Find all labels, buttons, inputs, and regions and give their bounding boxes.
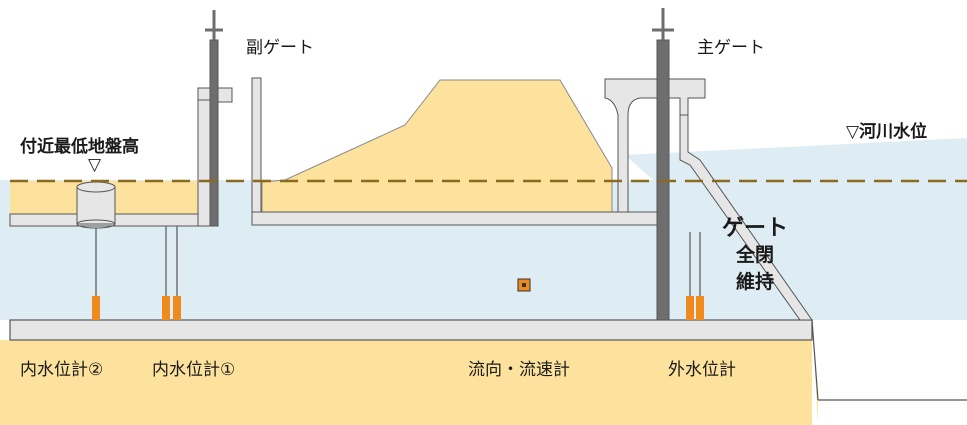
lowest-ground-label: 付近最低地盤高	[20, 137, 139, 157]
outer-gauge-sensor-a	[686, 296, 694, 320]
gauge-1-sensor-a	[162, 296, 170, 320]
gate-status-label: ゲート 全閉 維持	[715, 215, 795, 296]
outer-gauge-label: 外水位計	[668, 360, 736, 380]
sub-gate-pole	[209, 39, 219, 227]
middle-culvert-slab	[251, 211, 663, 226]
gauge-2-sensor	[92, 296, 100, 320]
flow-meter-sensor-core	[522, 283, 526, 287]
main-gate-label: 主ゲート	[697, 38, 765, 58]
bottom-slab	[9, 319, 813, 341]
gate-status-line1: ゲート	[721, 216, 788, 241]
gate-status-line3: 維持	[735, 271, 774, 293]
river-level-label: ▽河川水位	[846, 122, 928, 142]
sub-gate-label: 副ゲート	[246, 38, 314, 58]
embankment	[261, 79, 613, 213]
river-bank-line	[811, 319, 819, 401]
inner-gauge-2-label: 内水位計②	[20, 360, 104, 380]
ground-level-marker: ▽	[88, 155, 102, 175]
gate-status-line2: 全閉	[735, 244, 774, 266]
gauge-well-top	[76, 181, 116, 193]
ground-base	[0, 340, 812, 425]
culvert-wall	[251, 77, 262, 213]
outer-gauge-sensor-b	[696, 296, 704, 320]
flow-meter-label: 流向・流速計	[468, 360, 570, 380]
river-wall	[679, 114, 813, 321]
inner-gauge-1-label: 内水位計①	[152, 360, 236, 380]
gauge-well-body	[76, 186, 116, 225]
main-gate-frame	[604, 78, 706, 213]
gauge-1-sensor-b	[173, 296, 181, 320]
river-bed-right	[818, 400, 967, 425]
